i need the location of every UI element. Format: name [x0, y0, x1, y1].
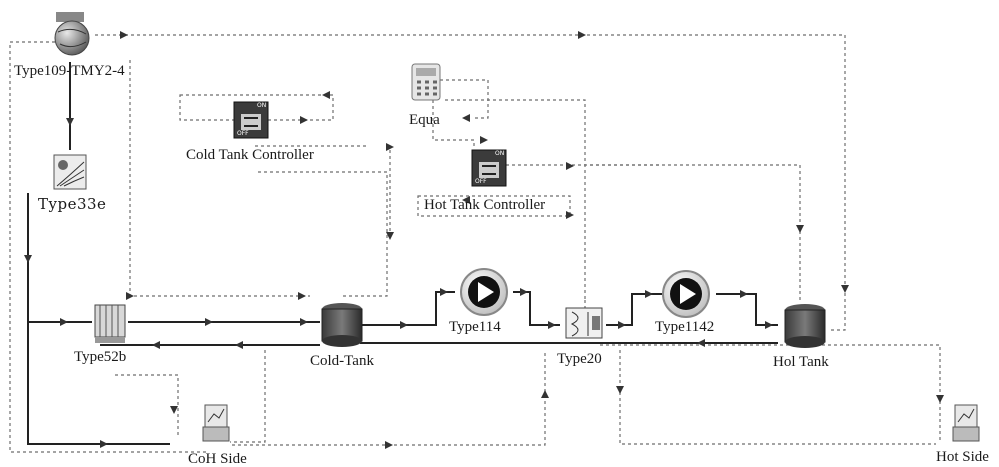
cold-tank-label: Cold-Tank — [310, 353, 374, 369]
calculator-icon[interactable] — [411, 63, 441, 101]
solar-collector-icon[interactable] — [94, 304, 126, 343]
printer-plot-icon[interactable] — [202, 404, 230, 442]
pump-icon[interactable] — [460, 268, 508, 316]
radiation-label: Type33e — [38, 195, 107, 213]
cold-controller-label: Cold Tank Controller — [186, 147, 314, 163]
equa-label: Equa — [409, 112, 440, 128]
solid-links — [27, 62, 778, 445]
heat-pump-icon[interactable] — [565, 307, 603, 339]
controller-off-badge: OFF — [237, 130, 249, 137]
hot-controller-label: Hot Tank Controller — [424, 197, 546, 213]
heat-exchanger-label: Type20 — [557, 351, 602, 367]
cold-tank-icon[interactable] — [321, 303, 363, 347]
flow-arrows — [24, 31, 944, 449]
weather-label: Type109-TMY2-4 — [14, 63, 125, 79]
hot-side-label: Hot Side — [936, 449, 989, 465]
controller-on-badge: ON — [257, 102, 267, 109]
coh-side-label: CoH Side — [188, 451, 247, 467]
controller-off-badge: OFF — [475, 178, 487, 185]
controller-on-badge: ON — [495, 150, 505, 157]
hot-tank-icon[interactable] — [784, 304, 826, 348]
psychrometrics-icon[interactable] — [53, 154, 87, 190]
pump2-label: Type1142 — [655, 319, 715, 335]
weather-globe-icon[interactable] — [54, 12, 90, 56]
dashed-links — [9, 34, 941, 453]
collector-label: Type52b — [74, 349, 127, 365]
controller-icon[interactable] — [233, 101, 269, 139]
printer-plot-icon[interactable] — [952, 404, 980, 442]
controller-icon[interactable] — [471, 149, 507, 187]
hot-tank-label: Hol Tank — [773, 354, 829, 370]
pump1-label: Type114 — [449, 319, 501, 335]
pump-icon[interactable] — [662, 270, 710, 318]
